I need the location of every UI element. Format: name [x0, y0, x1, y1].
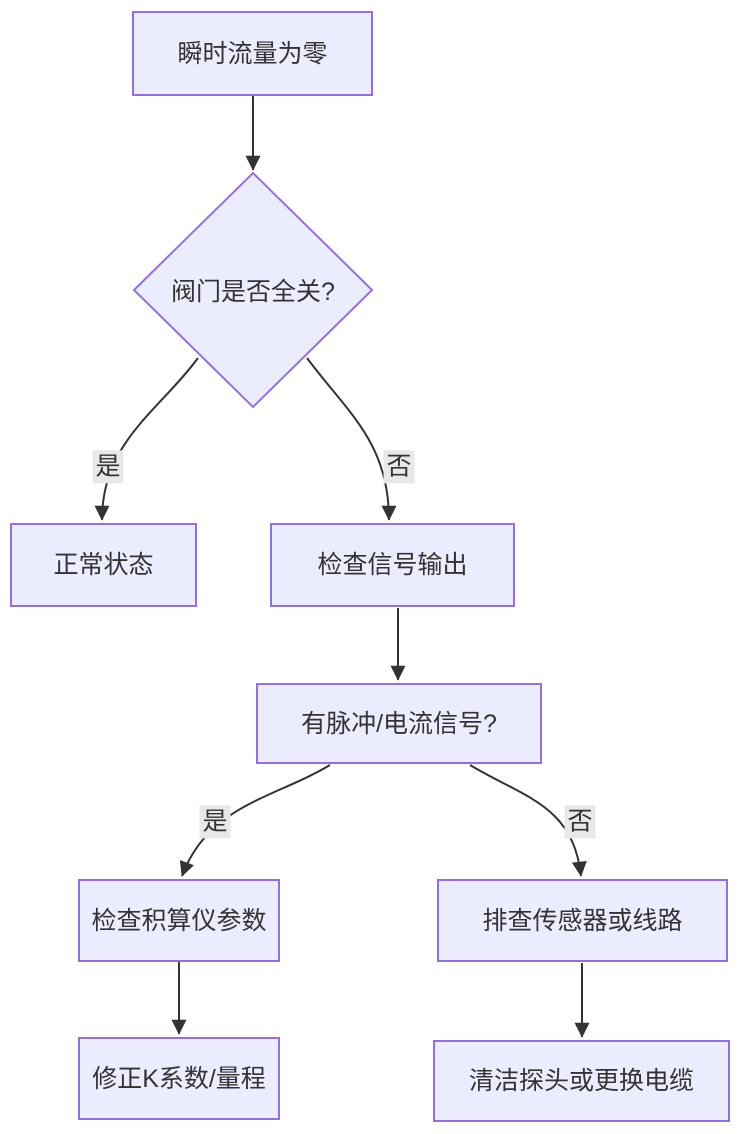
edge-label-yes-2: 是: [199, 805, 231, 839]
node-valve-fully-closed-question: 阀门是否全关?: [171, 278, 335, 306]
edge-e-to-g-no: [469, 764, 587, 877]
edge-label-no-2: 否: [564, 805, 596, 839]
node-check-totalizer-parameters: 检查积算仪参数: [78, 879, 280, 962]
edge-label-yes-1: 是: [92, 450, 124, 484]
node-pulse-current-signal-question: 有脉冲/电流信号?: [256, 683, 542, 764]
edge-b-to-c-yes: [94, 357, 199, 521]
edge-e-to-f-yes: [179, 764, 331, 877]
node-normal-state: 正常状态: [10, 523, 197, 607]
node-clean-probe-or-replace-cable: 清洁探头或更换电缆: [433, 1040, 730, 1122]
node-correct-k-factor-range: 修正K系数/量程: [78, 1037, 280, 1120]
node-inspect-sensor-or-wiring: 排查传感器或线路: [437, 879, 728, 962]
node-instant-flow-zero: 瞬时流量为零: [132, 11, 373, 96]
edge-b-to-d-no: [306, 357, 397, 521]
decision-diamond-shape: [132, 171, 374, 409]
edge-label-no-1: 否: [383, 450, 415, 484]
node-check-signal-output: 检查信号输出: [270, 523, 515, 607]
